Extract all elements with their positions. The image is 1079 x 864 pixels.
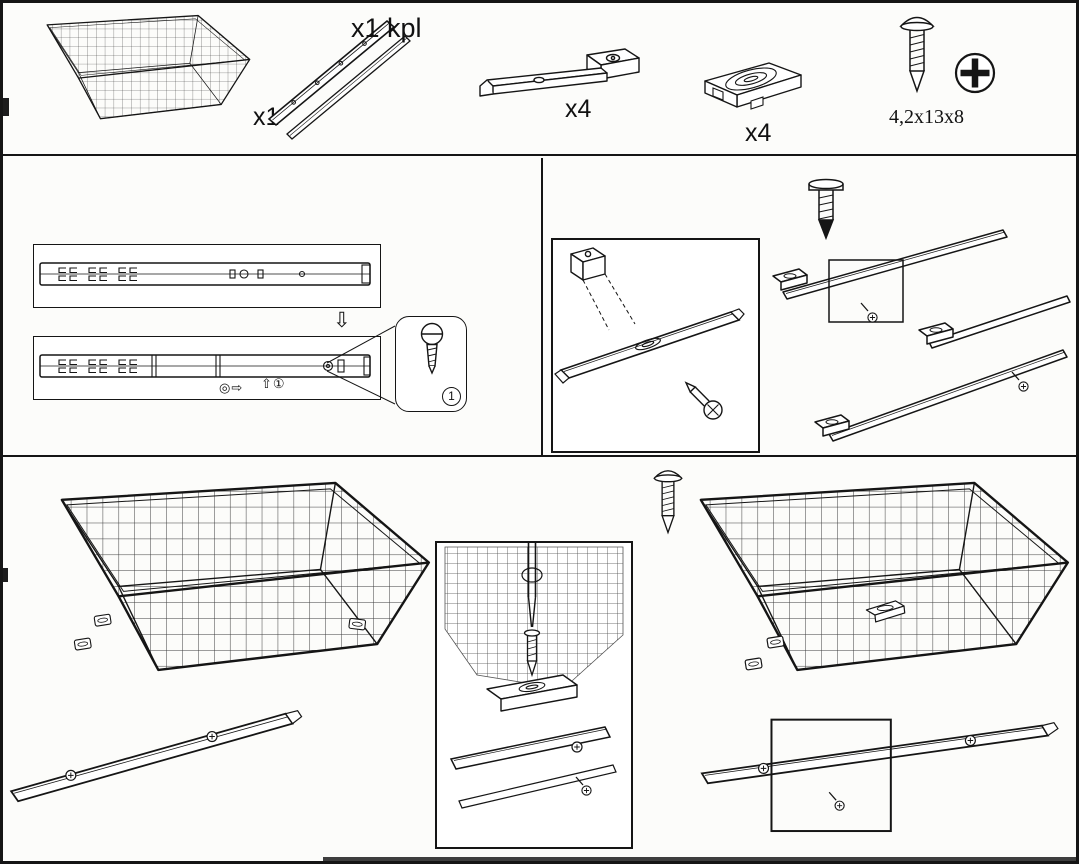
bracket-part-illustration <box>479 48 640 97</box>
detail-screw-illustration <box>420 322 444 375</box>
detail-number-badge: 1 <box>442 387 461 406</box>
phillips-head-icon <box>954 52 996 94</box>
down-arrow-icon: ⇩ <box>333 309 351 332</box>
press-symbol: ◎⇨ <box>219 380 244 395</box>
basket-right-illustration <box>699 481 1070 833</box>
clip-qty-label: x4 <box>745 119 772 147</box>
screwing-detail-illustration <box>444 543 624 809</box>
screwing-detail-frame <box>435 541 633 849</box>
screw-part-illustration <box>899 16 935 94</box>
clip-part-illustration <box>704 62 802 110</box>
slide-closed-illustration <box>39 262 371 286</box>
detail-balloon: 1 <box>395 316 467 412</box>
slide-closed-frame <box>33 244 381 308</box>
bracket-qty-label: x4 <box>565 95 592 123</box>
step1-row: ⇩ ◎⇨ ⇧① <box>3 158 1076 457</box>
slide-extended-illustration <box>39 354 371 378</box>
rail-part-illustration <box>267 19 411 140</box>
screw-size-label: 4,2x13x8 <box>889 106 964 128</box>
scan-artifact <box>323 857 1076 861</box>
basket-left-illustration <box>9 481 431 803</box>
lift-symbol: ⇧① <box>261 376 286 391</box>
slide-extended-frame <box>33 336 381 400</box>
bracket-to-rail-illustration <box>554 247 745 420</box>
parts-row: x1 x1 kpl x4 <box>3 3 1076 156</box>
screw-step-icon <box>653 470 683 535</box>
bracket-detail-frame <box>551 238 760 453</box>
step2-row <box>3 459 1076 861</box>
scan-artifact <box>3 568 8 582</box>
rails-with-brackets-illustration <box>772 178 1071 442</box>
rail-qty-label: x1 kpl <box>351 13 422 43</box>
panel-divider <box>541 158 543 457</box>
basket-part-illustration <box>46 14 251 120</box>
scan-artifact <box>3 98 9 116</box>
